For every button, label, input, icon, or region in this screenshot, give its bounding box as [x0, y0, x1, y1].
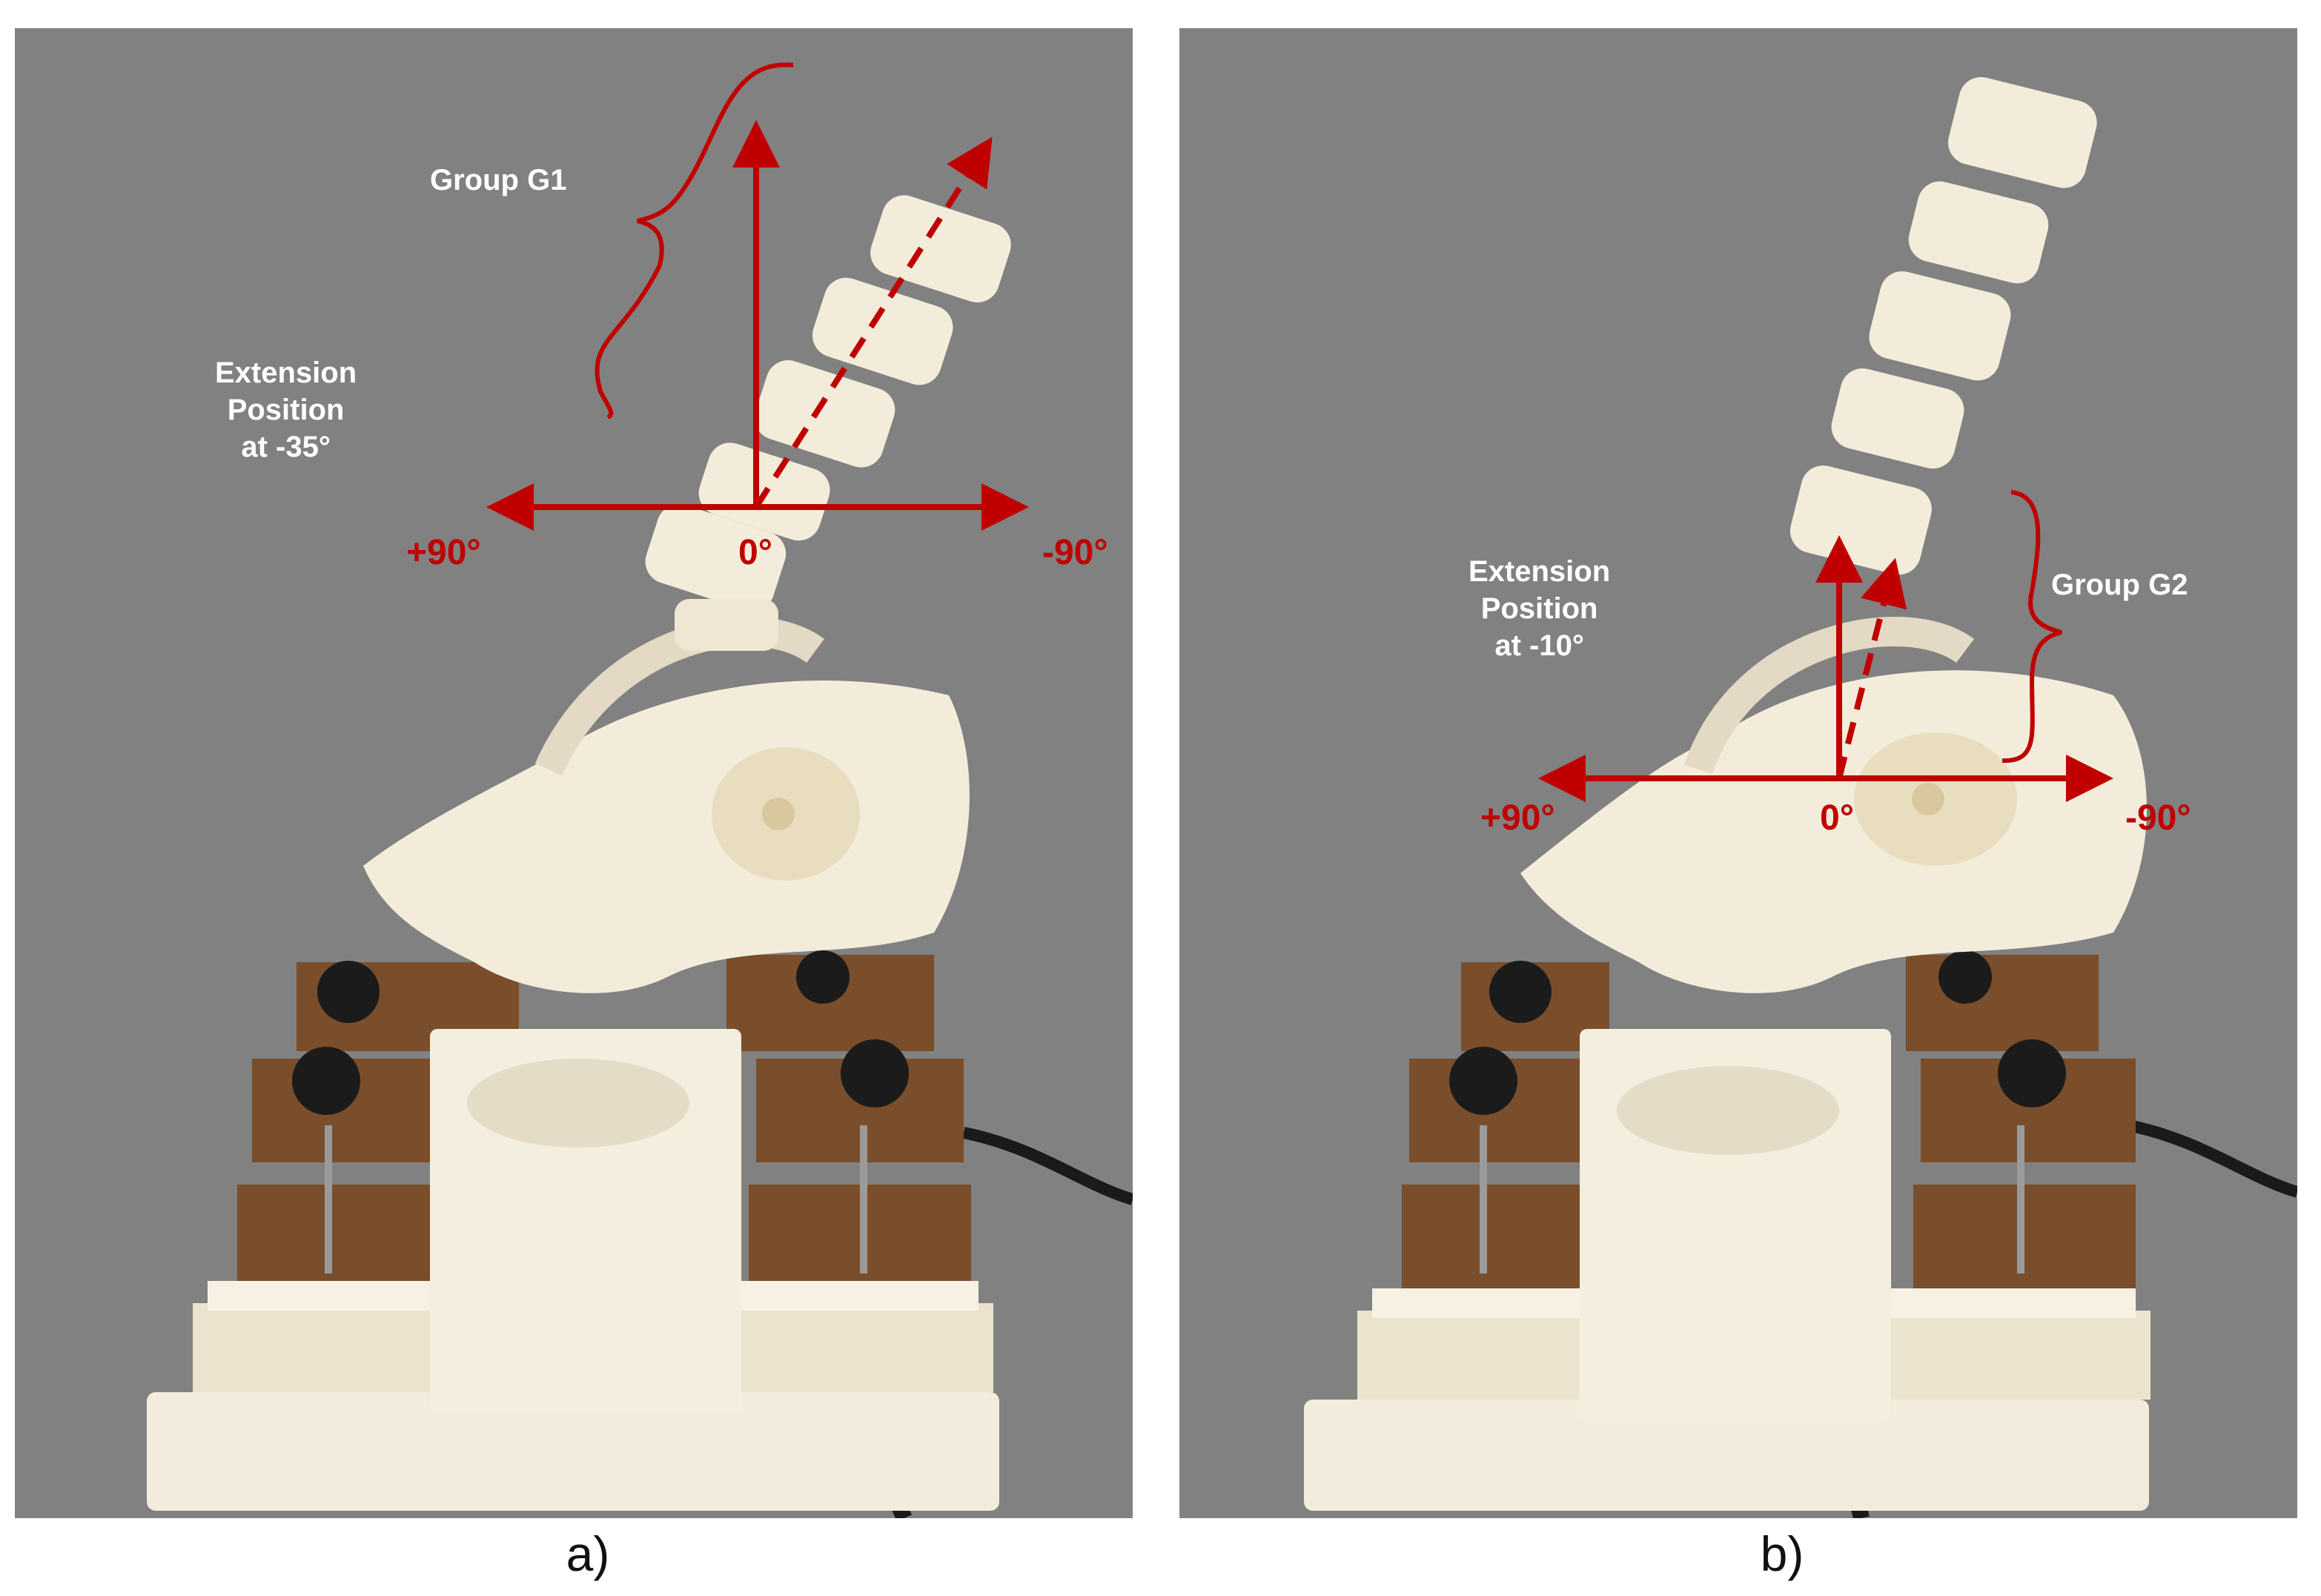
group-label-b: Group G2 [2051, 569, 2188, 601]
group-label-a: Group G1 [430, 164, 567, 196]
caption-b: b) [1760, 1526, 1804, 1581]
group-brace-b [2002, 490, 2062, 764]
robot-photo-b [1304, 76, 2297, 1518]
group-brace-a [595, 62, 794, 420]
panel-a: Group G1 Extension Position at -35° +90°… [15, 28, 1133, 1518]
tilt-arrow-b [1836, 557, 1907, 779]
position-label-a: Extension Position at -35° [215, 357, 357, 463]
angle-left-label-b: +90° [1480, 798, 1555, 838]
annotations-b [1538, 490, 2113, 802]
caption-a: a) [566, 1526, 610, 1581]
angle-right-label-a: -90° [1042, 533, 1108, 572]
annotations-a [486, 62, 1029, 531]
position-label-b: Extension Position at -10° [1469, 555, 1611, 662]
angle-left-label-a: +90° [406, 533, 481, 572]
panel-b: Group G2 Extension Position at -10° +90°… [1179, 28, 2297, 1518]
robot-photo-a [147, 195, 1133, 1518]
angle-center-label-b: 0° [1820, 798, 1854, 838]
tilt-arrow-a [753, 136, 993, 509]
angle-center-label-a: 0° [738, 533, 772, 572]
angle-right-label-b: -90° [2125, 798, 2191, 838]
